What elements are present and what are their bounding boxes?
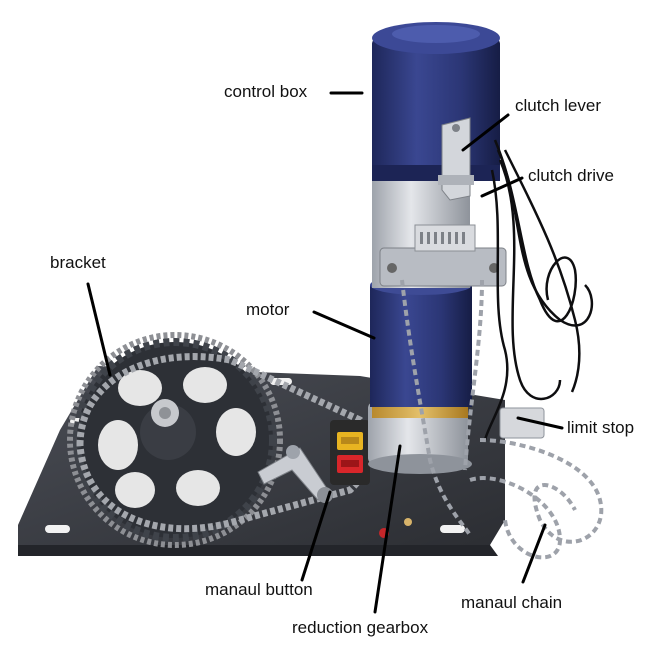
label-manual-chain: manaul chain — [461, 593, 563, 612]
label-motor: motor — [246, 300, 290, 319]
leader-bracket — [86, 282, 112, 377]
drive-sprocket — [67, 332, 283, 548]
leader-manual-chain — [521, 523, 547, 584]
leader-limit-stop — [516, 416, 564, 430]
leader-reduction-gearbox — [373, 444, 402, 614]
drive-chain — [76, 353, 373, 533]
leader-motor — [312, 310, 376, 340]
leader-manual-button — [300, 490, 332, 582]
leader-clutch-lever — [461, 113, 510, 152]
hand-chain — [400, 279, 604, 560]
label-clutch-lever: clutch lever — [515, 96, 601, 115]
manual-button-panel — [330, 420, 370, 485]
label-reduction-gearbox: reduction gearbox — [292, 618, 429, 637]
label-limit-stop: limit stop — [567, 418, 635, 437]
label-bracket: bracket — [50, 253, 106, 272]
wire-bundle — [483, 139, 594, 441]
leader-clutch-drive — [480, 176, 524, 198]
label-control-box: control box — [224, 82, 308, 101]
label-manual-button: manaul button — [205, 580, 313, 599]
clutch-housing — [372, 170, 507, 288]
clutch-lever-part — [438, 117, 474, 201]
leader-lines — [86, 91, 564, 614]
control-box-body — [372, 22, 500, 181]
label-clutch-drive: clutch drive — [528, 166, 614, 185]
motor-body — [370, 275, 472, 407]
